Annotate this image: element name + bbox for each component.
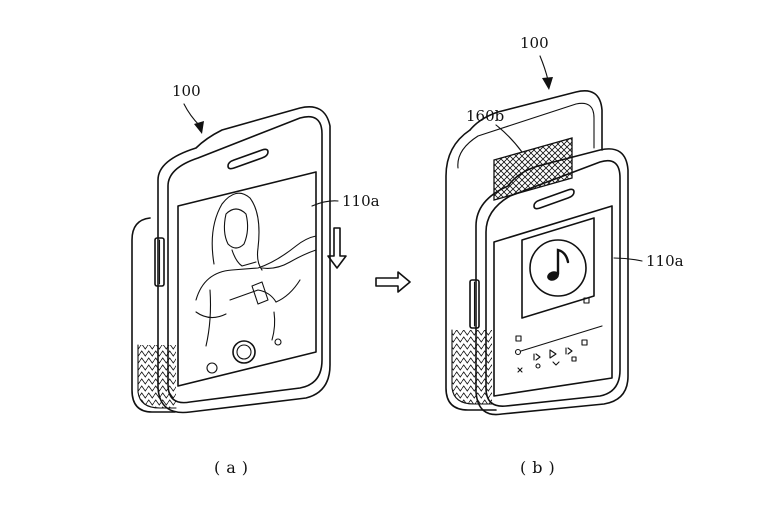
label-100-b: 100 <box>520 34 549 52</box>
label-110a-b: 110a <box>646 252 684 270</box>
device-a-screen-photo <box>195 192 317 347</box>
device-a-hinge-outline <box>137 344 177 409</box>
right-arrow-icon <box>375 271 411 293</box>
arrowhead-100-a <box>194 121 204 134</box>
device-b-small-icon-1 <box>515 335 522 342</box>
device-b-playback-controls <box>533 339 588 361</box>
device-a-back-half <box>131 217 176 413</box>
leader-110a-a <box>311 200 339 207</box>
device-b-bottom-icons <box>517 356 577 373</box>
device-a <box>131 106 331 414</box>
leader-100-b <box>539 55 549 81</box>
device-a-side-button <box>154 237 165 287</box>
label-160b: 160b <box>466 107 504 125</box>
device-b-front-inner <box>485 159 621 407</box>
device-b-speaker-slot <box>533 188 575 210</box>
device-b-album-disc <box>529 239 587 297</box>
label-100-a: 100 <box>172 82 201 100</box>
device-b-hinge-outline <box>451 329 493 405</box>
caption-a: (a) <box>214 458 254 477</box>
device-a-hinge-texture <box>138 345 176 408</box>
device-b-hinge-texture <box>452 330 492 404</box>
leader-100-a <box>183 103 201 127</box>
label-110a-a: 110a <box>342 192 380 210</box>
device-b-small-icon-2 <box>583 297 590 304</box>
device-b-album-art <box>521 217 595 319</box>
device-a-switch-camera-button <box>274 338 282 346</box>
device-b-back-edge <box>445 129 497 411</box>
device-b-back-body <box>469 90 603 151</box>
leader-160b <box>495 124 523 153</box>
device-b-seek-handle <box>514 348 522 356</box>
device-a-body-outer <box>157 106 331 414</box>
down-arrow-icon <box>327 227 347 269</box>
device-a-shutter-button <box>232 340 256 364</box>
device-a-speaker-slot <box>227 148 269 170</box>
device-b <box>445 90 629 416</box>
device-b-rear-panel-160b <box>493 137 573 201</box>
device-b-seek-bar <box>520 325 603 352</box>
music-note-icon <box>547 248 570 281</box>
device-a-body-inner <box>167 115 323 404</box>
device-a-screen <box>177 171 317 387</box>
leader-110a-b <box>613 257 643 262</box>
device-a-gallery-button <box>206 362 218 374</box>
arrowhead-100-b <box>542 77 553 90</box>
caption-b: (b) <box>520 458 561 477</box>
device-b-screen <box>493 205 613 397</box>
device-b-front-outer <box>475 148 629 416</box>
device-b-back-inner <box>457 102 595 169</box>
device-b-side-button <box>469 279 480 329</box>
